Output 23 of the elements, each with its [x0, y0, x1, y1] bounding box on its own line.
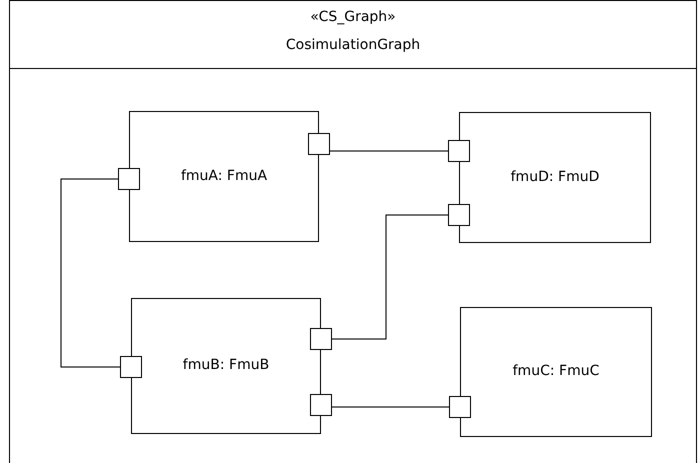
port-square	[310, 394, 332, 416]
connector-line	[330, 150, 448, 152]
stereotype-label: «CS_Graph»	[310, 9, 396, 25]
part-label: fmuD: FmuD	[510, 168, 600, 184]
port-square	[310, 328, 332, 350]
connector-line	[332, 406, 450, 408]
part-box	[131, 298, 321, 434]
port-square	[448, 204, 470, 226]
part-box	[129, 111, 319, 242]
connector-line	[60, 178, 120, 368]
port-square	[308, 133, 330, 155]
diagram-frame	[9, 0, 697, 463]
diagram-name: CosimulationGraph	[286, 37, 420, 53]
part-label: fmuC: FmuC	[512, 363, 600, 379]
port-square	[118, 168, 140, 190]
port-square	[120, 356, 142, 378]
port-square	[448, 140, 470, 162]
part-box	[460, 307, 652, 437]
part-label: fmuA: FmuA	[180, 168, 268, 184]
connector-line	[332, 214, 448, 340]
part-box	[459, 112, 651, 243]
port-square	[449, 396, 471, 418]
part-label: fmuB: FmuB	[182, 357, 270, 373]
